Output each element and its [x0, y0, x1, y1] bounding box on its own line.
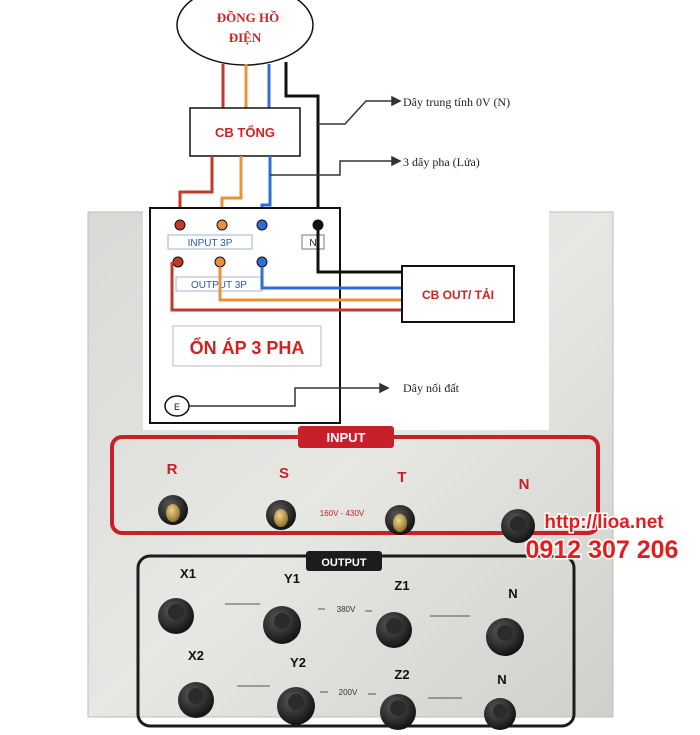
output-panel: OUTPUT X1 Y1 Z1 N 380V X2 Y2 Z2 N 200V	[136, 551, 576, 730]
input-voltage-range: 160V - 430V	[320, 509, 365, 518]
terminal-label-n: N	[519, 476, 530, 493]
phase-annotation: 3 dây pha (Lửa)	[403, 155, 480, 169]
output-binding-post-x1	[158, 598, 194, 634]
stabilizer-box: INPUT 3P N OUTPUT 3P ỔN ÁP 3 PHA E	[149, 207, 341, 424]
output-wires	[170, 230, 402, 312]
main-breaker: CB TỔNG	[189, 107, 301, 157]
output-breaker-label: CB OUT/ TẢI	[422, 287, 494, 302]
neutral-annotation: Dây trung tính 0V (N)	[403, 95, 510, 109]
stabilizer-label: ỔN ÁP 3 PHA	[190, 337, 305, 358]
terminal-label-x1: X1	[180, 566, 196, 581]
meter-label-line1: ĐỒNG HỒ	[217, 10, 279, 25]
input-terminal-blue	[256, 219, 268, 231]
output-terminal-red	[172, 256, 184, 268]
earth-annotation: Dây nối đất	[403, 381, 460, 395]
terminal-label-y1: Y1	[284, 571, 300, 586]
main-breaker-label: CB TỔNG	[215, 125, 275, 140]
watermark-url: http://lioa.net	[544, 512, 664, 533]
output-voltage-1: 380V	[337, 605, 356, 614]
terminal-label-t: T	[397, 469, 406, 486]
output-terminal-orange	[214, 256, 226, 268]
input-panel: INPUT R S T N 160V - 430V	[110, 426, 600, 543]
output-terminal-blue	[256, 256, 268, 268]
terminal-label-z2: Z2	[394, 667, 409, 682]
output-binding-post-y1	[263, 606, 301, 644]
terminal-label-z1: Z1	[394, 578, 409, 593]
output-binding-post-x2	[178, 682, 214, 718]
phase-arrow	[270, 155, 402, 176]
input-panel-title: INPUT	[327, 430, 366, 445]
output-binding-post-n1	[486, 618, 524, 656]
output-voltage-2: 200V	[339, 688, 358, 697]
meter-wires	[221, 62, 320, 222]
output-breaker: CB OUT/ TẢI	[401, 265, 515, 323]
terminal-label-n2: N	[497, 672, 506, 687]
output-binding-post-y2	[277, 687, 315, 725]
electric-meter: ĐỒNG HỒ ĐIỆN	[176, 0, 314, 66]
earth-arrow	[189, 382, 390, 407]
terminal-label-r: R	[167, 461, 178, 478]
neutral-arrow	[318, 95, 402, 125]
input-binding-post-t	[385, 505, 415, 535]
terminal-label-n1: N	[508, 586, 517, 601]
input-terminal-neutral	[312, 219, 324, 231]
terminal-label-s: S	[279, 465, 289, 482]
input-terminal-label: INPUT 3P	[188, 238, 233, 249]
output-panel-title: OUTPUT	[321, 557, 367, 569]
meter-label-line2: ĐIỆN	[229, 30, 262, 45]
input-binding-post-r	[158, 495, 188, 525]
input-binding-post-n	[501, 509, 535, 543]
input-binding-post-s	[266, 500, 296, 530]
input-terminal-orange	[216, 219, 228, 231]
output-binding-post-z2	[380, 694, 416, 730]
input-terminal-red	[174, 219, 186, 231]
terminal-label-x2: X2	[188, 648, 204, 663]
terminal-label-y2: Y2	[290, 655, 306, 670]
output-binding-post-z1	[376, 612, 412, 648]
output-binding-post-n2	[484, 698, 516, 730]
neutral-terminal-label: N	[309, 238, 316, 249]
watermark-phone: 0912 307 206	[526, 536, 679, 564]
earth-symbol: E	[174, 402, 180, 412]
